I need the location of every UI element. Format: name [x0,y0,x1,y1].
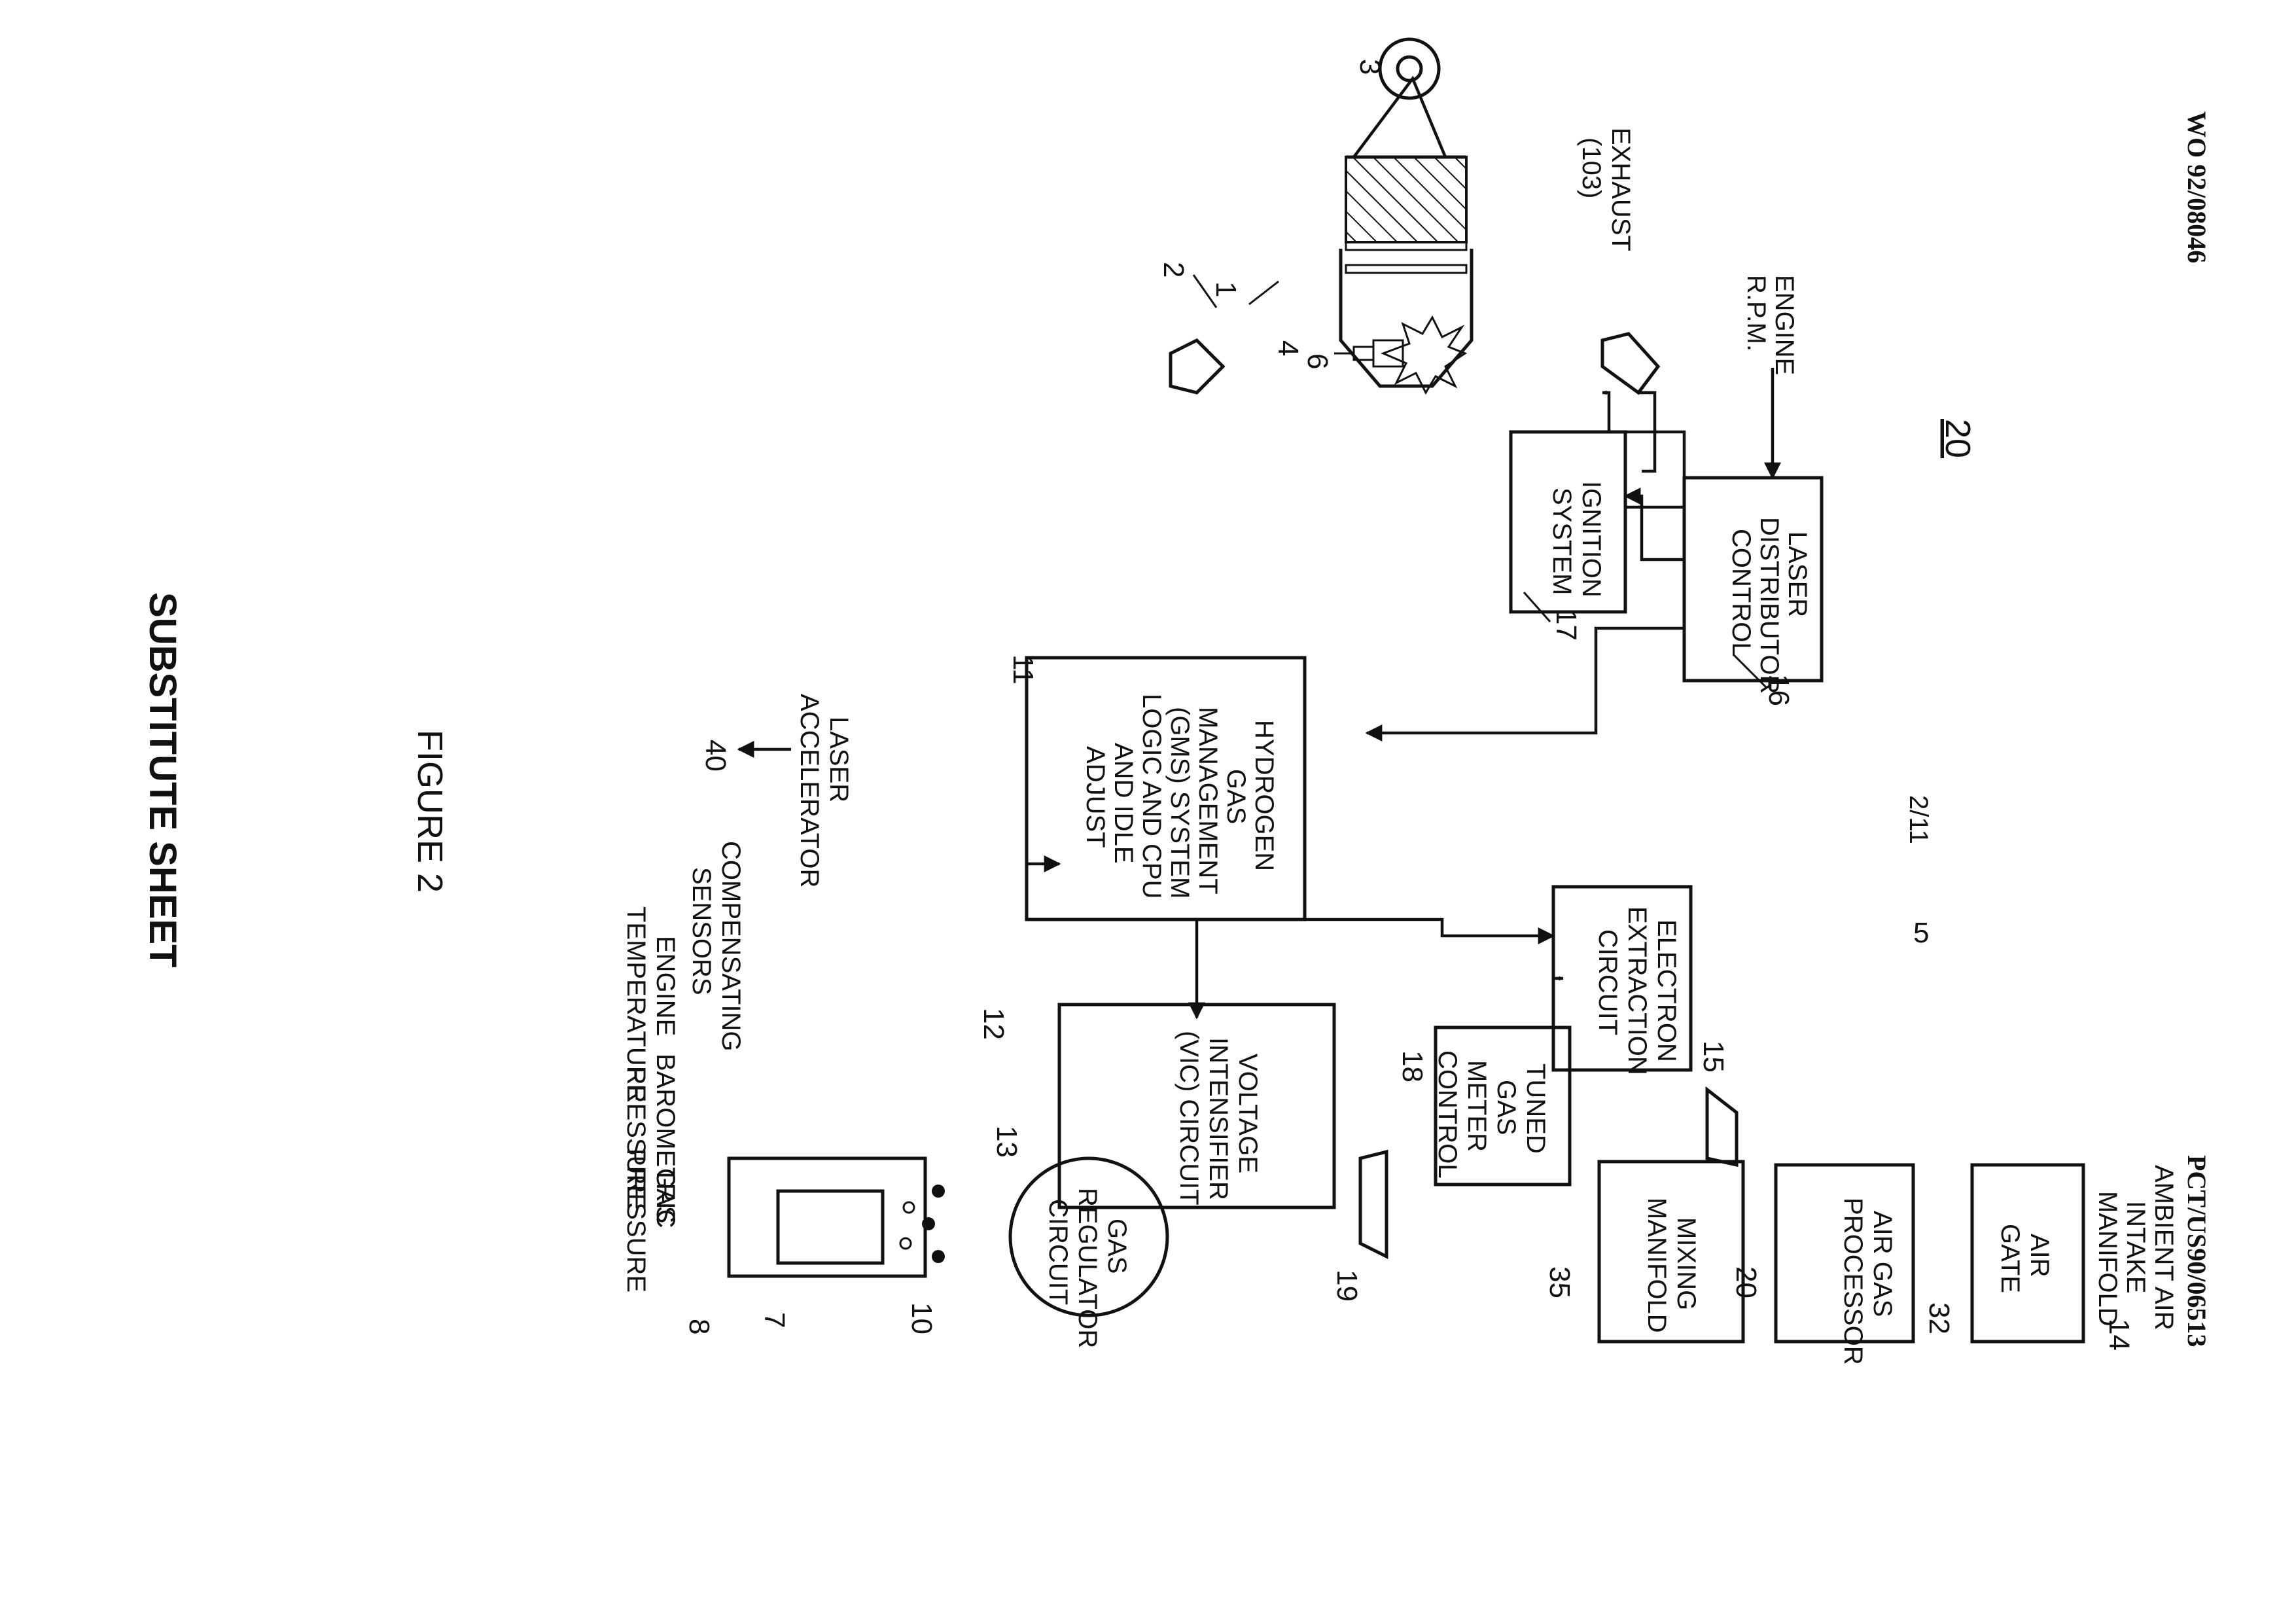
ref-19: 19 [1331,1270,1363,1302]
crankshaft-outer [1380,39,1439,98]
ref-3: 3 [1354,59,1386,75]
ambient-label-1: AMBIENT AIR [2149,1165,2178,1330]
ref-1-leader [1249,281,1279,304]
air-gate-label-2: GATE [1996,1224,2024,1293]
ldc-to-ignition-line [1625,496,1684,560]
gms-label-6: AND IDLE [1109,743,1138,864]
laser-accel-label-2: ACCELERATOR [795,694,824,887]
ref-10: 10 [906,1302,938,1334]
page-label: 20 [1938,419,1977,458]
exhaust-label-2: (103) [1577,137,1606,198]
ref-13: 13 [991,1126,1023,1158]
laser-distributor-label-3: CONTROL [1727,529,1756,657]
ref-16: 16 [1763,674,1795,706]
piston-ring-2 [1346,265,1466,273]
ref-6: 6 [1301,353,1333,369]
ignition-label-2: SYSTEM [1547,488,1576,595]
exhaust-label-1: EXHAUST [1606,128,1635,251]
engine-rpm-label-1: ENGINE [1770,275,1799,375]
gas-bubbles [900,1185,945,1263]
footer-substitute-sheet: SUBSTITUTE SHEET [141,592,184,968]
spark-burst-icon [1383,317,1465,393]
exhaust-valve-5 [1602,334,1658,393]
tuned-gas-label-3: METER [1462,1060,1491,1152]
gms-label-4: (GMS) SYSTEM [1165,707,1194,899]
mixing-label-1: MIXING [1672,1217,1701,1310]
ref-5: 5 [1913,917,1929,949]
crankshaft-inner [1398,57,1421,80]
gms-label-2: GAS [1222,769,1250,824]
cylinder-head [1341,249,1472,386]
doc-number: WO 92/08046 [2182,111,2212,263]
vic-label-2: INTENSIFIER [1204,1037,1233,1200]
air-gate-label-1: AIR [2025,1234,2054,1277]
gms-label-7: ADJUST [1081,746,1110,848]
ref-17: 17 [1550,609,1582,641]
app-number: PCT/US90/06513 [2182,1155,2212,1347]
ref-4: 4 [1272,340,1304,356]
laser-distributor-label-1: LASER [1783,531,1812,617]
vic-label-3: (VIC) CIRCUIT [1174,1031,1203,1205]
piston-hatched [1346,157,1466,242]
ref-1: 1 [1210,281,1242,297]
gas-regulator-label-3: CIRCUIT [1044,1199,1072,1305]
electron-label-1: ELECTRON [1652,919,1681,1062]
ignition-to-plug-line [1602,393,1684,507]
gms-label-5: LOGIC AND CPU [1137,694,1166,899]
spark-plug-body [1373,340,1403,366]
sensors-title-1: COMPENSATING [716,841,745,1052]
sensor-engine-temp-1: ENGINE [651,936,680,1036]
sensor-gas-pressure-2: PRESSURE [622,1149,650,1293]
gms-label-3: MANAGEMENT [1193,707,1222,895]
engine-rpm-label-2: R.P.M. [1742,275,1771,351]
air-gas-label-1: AIR GAS [1868,1211,1897,1317]
sensor-gas-pressure-1: GAS [651,1168,680,1223]
sheet-fraction: 2/11 [1904,795,1933,844]
sensors-title-2: SENSORS [687,867,716,995]
electron-label-3: CIRCUIT [1593,929,1622,1035]
ref-14: 14 [2103,1319,2135,1351]
electrode-stack-8 [778,1191,883,1263]
gas-regulator-label-2: REGULATOR [1073,1188,1102,1348]
laser-distributor-label-2: DISTRIBUTOR [1755,517,1784,694]
ambient-label-3: MANIFOLD [2093,1191,2122,1327]
ref-20: 20 [1730,1266,1762,1298]
vic-label-1: VOLTAGE [1233,1054,1262,1173]
tuned-gas-label-4: CONTROL [1433,1050,1462,1179]
injector-15 [1707,1090,1737,1165]
ref-11: 11 [1007,654,1039,685]
air-gas-label-2: PROCESSOR [1839,1198,1867,1365]
tuned-gas-label-2: GAS [1492,1080,1521,1135]
mixing-label-2: MANIFOLD [1642,1198,1671,1333]
ref-2: 2 [1157,262,1190,277]
engine-cylinder [1171,39,1658,393]
fuel-cell-housing-7 [729,1158,925,1276]
ref-7: 7 [758,1312,790,1328]
gas-injector-19 [1360,1152,1386,1257]
laser-accel-label-1: LASER [824,717,853,802]
gas-regulator-label-1: GAS [1103,1219,1131,1274]
ignition-label-1: IGNITION [1577,481,1606,597]
ref-18: 18 [1396,1050,1428,1082]
ref-8: 8 [683,1319,715,1334]
figure-title: FIGURE 2 [410,730,450,893]
intake-valve-4 [1171,340,1223,393]
gms-to-electron-line [1305,919,1553,936]
ref-12: 12 [978,1008,1010,1040]
ldc-to-gms-line [1367,628,1684,733]
tuned-gas-label-1: TUNED [1521,1063,1550,1154]
electron-label-2: EXTRACTION [1623,906,1651,1075]
ref-15: 15 [1697,1041,1729,1073]
ref-40: 40 [699,740,732,772]
ref-32: 32 [1923,1302,1955,1334]
gms-label-1: HYDROGEN [1250,720,1279,871]
ref-35: 35 [1544,1266,1576,1298]
rotated-drawing: WO 92/08046 PCT/US90/06513 20 2/11 FIGUR… [141,39,2212,1365]
ref-17-leader [1524,592,1550,622]
ambient-label-2: INTAKE [2121,1201,2150,1294]
